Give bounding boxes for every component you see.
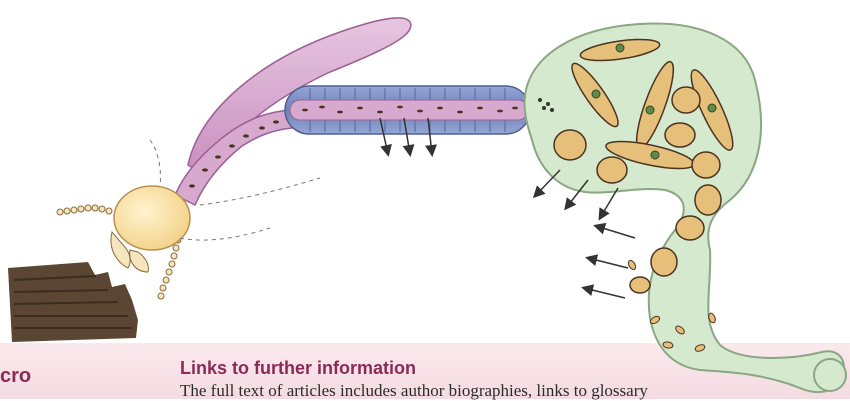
wood-block: [8, 262, 138, 342]
hindgut-paunch: [524, 23, 843, 392]
cropped-heading-fragment: cro: [0, 365, 31, 388]
links-heading: Links to further information: [180, 358, 416, 379]
termite-head: [114, 186, 190, 250]
links-body-text: The full text of articles includes autho…: [180, 381, 648, 401]
midgut-lumen: [290, 100, 528, 120]
rectum: [814, 359, 846, 391]
